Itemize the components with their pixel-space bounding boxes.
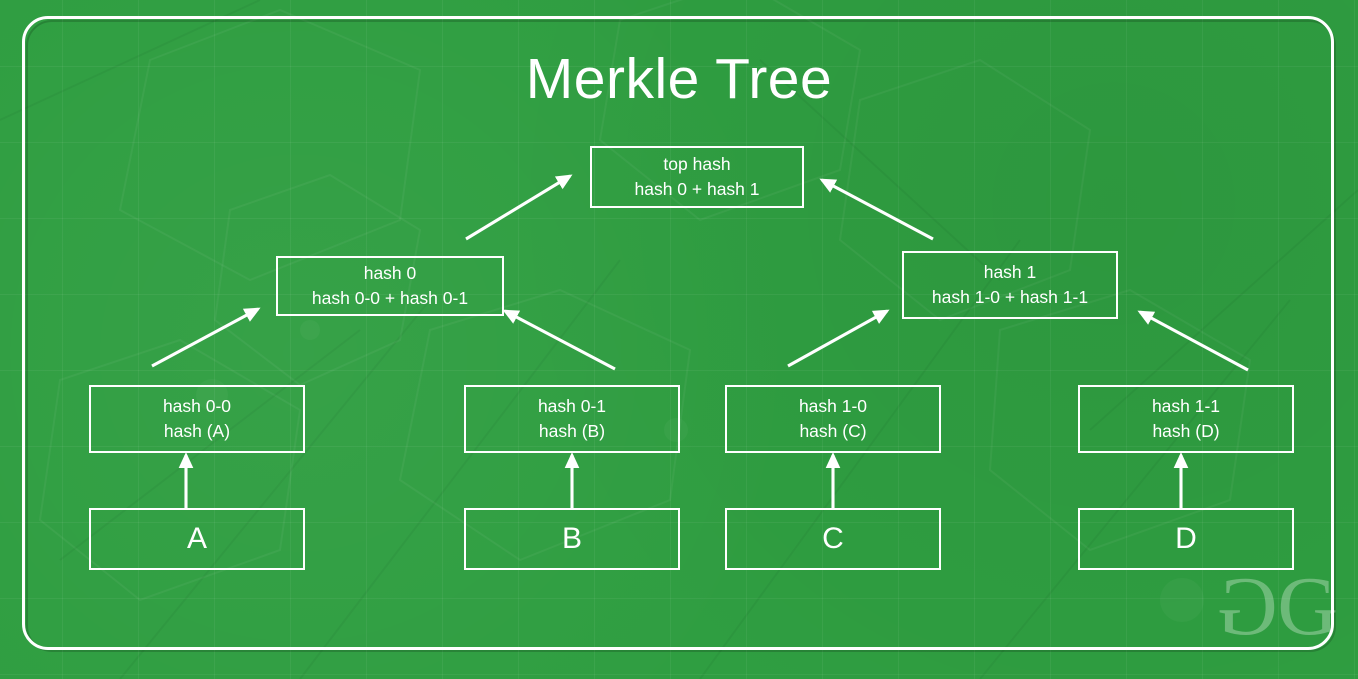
arrow-hash10-to-hash1 [787, 309, 890, 368]
arrow-hash11-to-hash1 [1137, 310, 1249, 372]
node-top-hash-line2: hash 0 + hash 1 [634, 179, 760, 199]
arrow-hash01-to-hash0 [502, 309, 616, 371]
node-hash-1-1[interactable]: hash 1-1 hash (D) [1078, 385, 1294, 453]
node-hash-0-line2: hash 0-0 + hash 0-1 [311, 288, 469, 308]
arrow-hash1-to-top [819, 178, 934, 241]
node-data-c-label: C [822, 521, 844, 555]
watermark-mirrored-g-icon: G [1220, 560, 1278, 653]
node-hash-1-line2: hash 1-0 + hash 1-1 [931, 287, 1089, 307]
node-hash-0[interactable]: hash 0 hash 0-0 + hash 0-1 [276, 256, 504, 316]
node-data-a-label: A [186, 521, 207, 555]
node-top-hash[interactable]: top hash hash 0 + hash 1 [590, 146, 804, 208]
node-hash-0-1[interactable]: hash 0-1 hash (B) [464, 385, 680, 453]
node-hash-1-1-line2: hash (D) [1152, 421, 1220, 441]
node-hash-0-line1: hash 0 [363, 263, 417, 284]
node-hash-0-1-line2: hash (B) [538, 421, 606, 441]
node-data-b-label: B [561, 521, 582, 555]
node-hash-0-0-line2: hash (A) [163, 421, 231, 441]
node-hash-0-0-line1: hash 0-0 [162, 396, 232, 417]
geeksforgeeks-watermark: GG [1220, 560, 1338, 653]
node-hash-1-0-line2: hash (C) [799, 421, 867, 441]
node-hash-0-0[interactable]: hash 0-0 hash (A) [89, 385, 305, 453]
node-data-a[interactable]: A [89, 508, 305, 570]
node-hash-1[interactable]: hash 1 hash 1-0 + hash 1-1 [902, 251, 1118, 319]
watermark-g-icon: G [1277, 560, 1338, 653]
node-hash-1-0[interactable]: hash 1-0 hash (C) [725, 385, 941, 453]
node-hash-1-line1: hash 1 [983, 262, 1037, 283]
diagram-title: Merkle Tree [525, 47, 833, 111]
node-top-hash-line1: top hash [663, 154, 731, 175]
arrow-hash0-to-top [465, 174, 573, 241]
node-data-d[interactable]: D [1078, 508, 1294, 570]
node-hash-0-1-line1: hash 0-1 [537, 396, 607, 417]
arrow-hash00-to-hash0 [151, 307, 261, 368]
node-hash-1-1-line1: hash 1-1 [1151, 396, 1221, 417]
node-data-b[interactable]: B [464, 508, 680, 570]
node-data-c[interactable]: C [725, 508, 941, 570]
node-data-d-label: D [1175, 521, 1197, 555]
node-hash-1-0-line1: hash 1-0 [798, 396, 868, 417]
